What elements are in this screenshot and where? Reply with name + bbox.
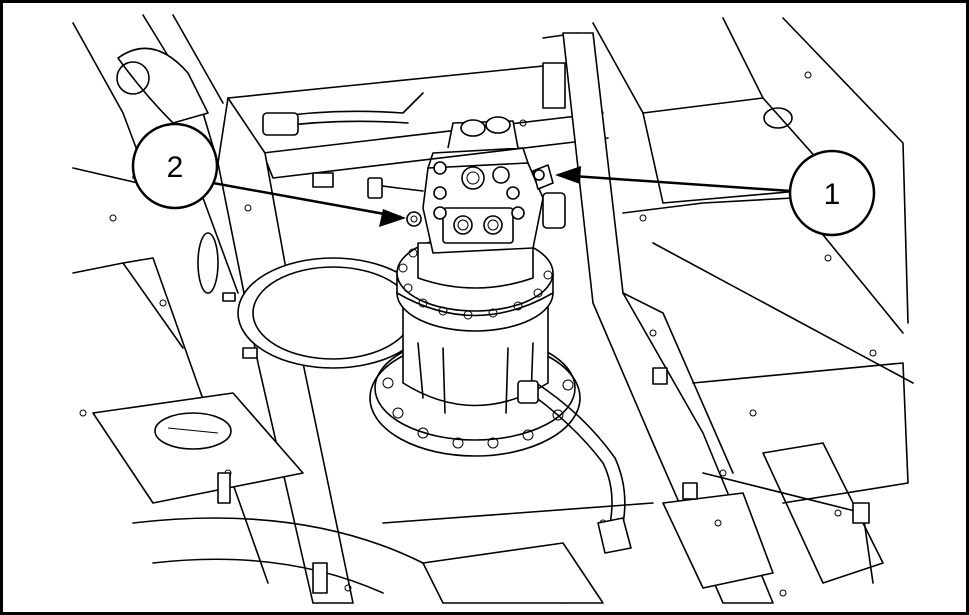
swing-motor: [367, 116, 632, 554]
callout-1-label: 1: [824, 178, 841, 211]
callout-1-arrowhead: [555, 166, 581, 184]
callout-2-label: 2: [167, 151, 184, 184]
swing-motor-illustration: 1 2: [72, 14, 914, 604]
callout-1-leader: [557, 173, 792, 193]
callout-2-arrowhead: [379, 209, 406, 227]
callout-2: 2: [131, 122, 406, 227]
callout-1-circle: [788, 149, 876, 237]
callout-2-circle: [131, 122, 219, 210]
callout-2-leader: [212, 181, 402, 219]
callout-1: 1: [555, 149, 876, 237]
